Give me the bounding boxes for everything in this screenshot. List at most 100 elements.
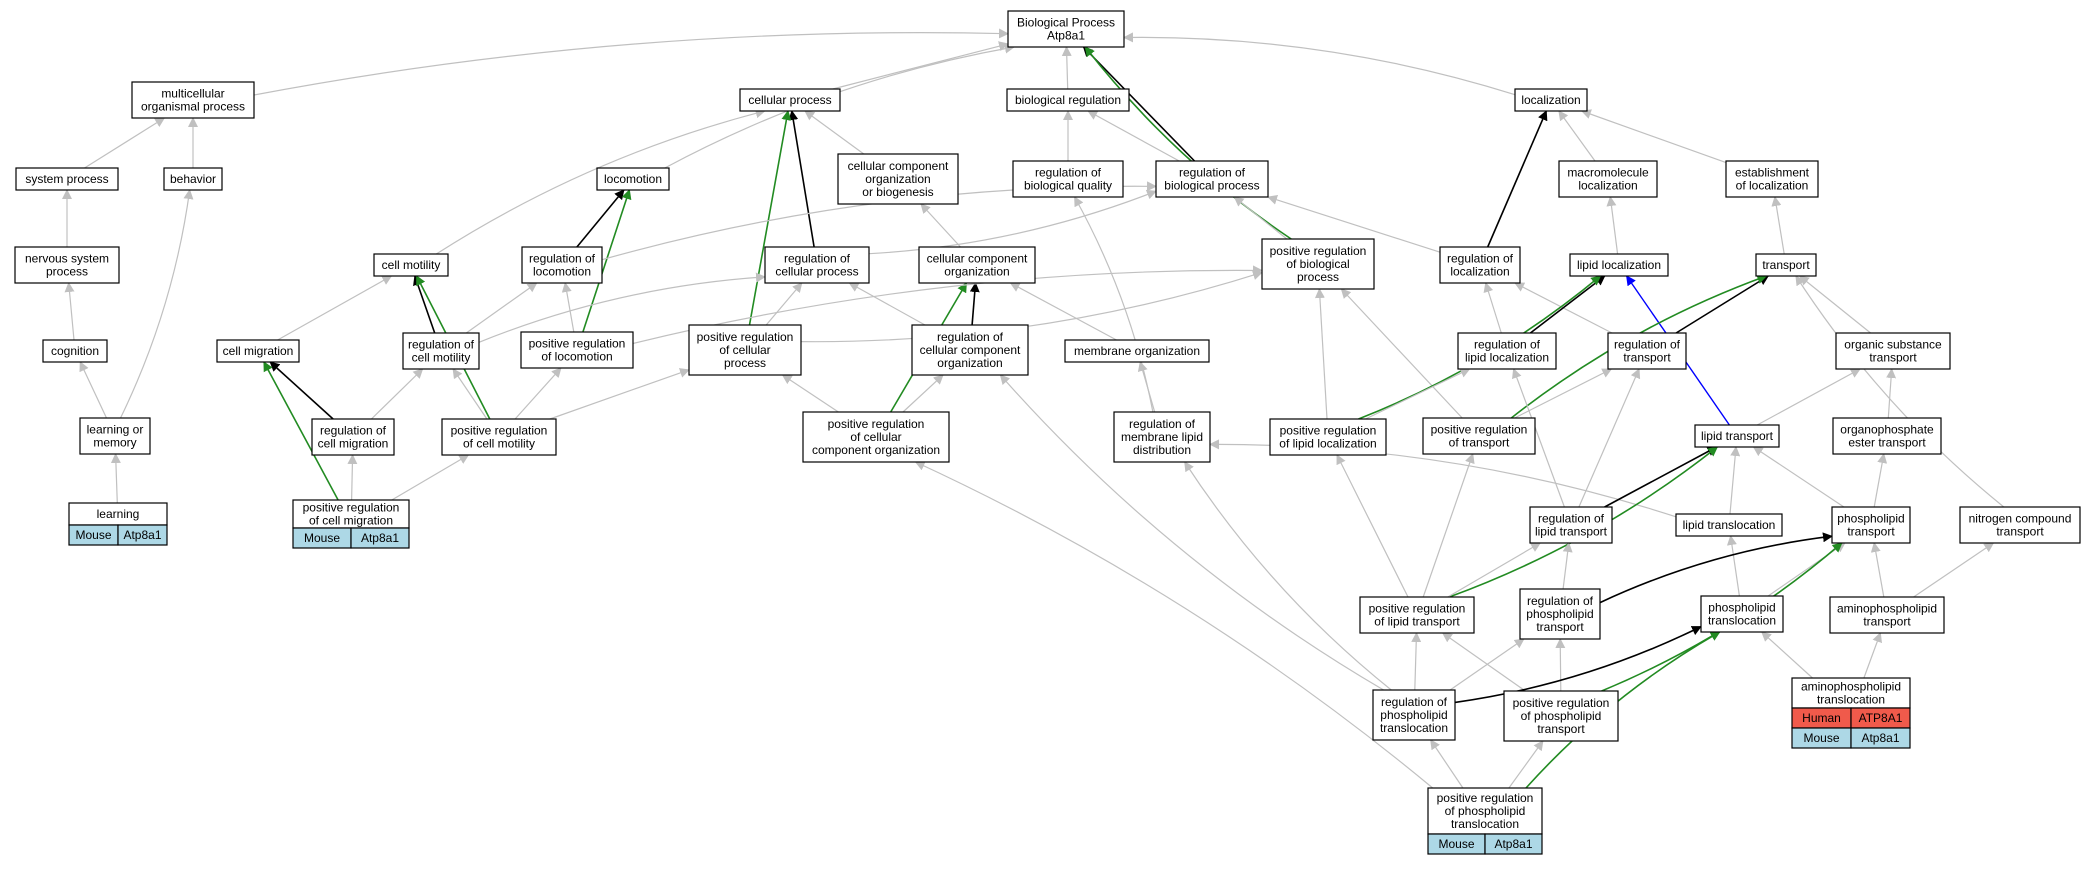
term-box	[1607, 332, 1687, 370]
term-box	[521, 246, 603, 284]
term-box	[1725, 160, 1819, 198]
term-label-line: learning	[97, 507, 140, 521]
go-term-membrane-organization[interactable]: membrane organization	[1064, 339, 1210, 363]
term-box	[1422, 417, 1536, 455]
go-term-system-process[interactable]: system process	[15, 167, 119, 191]
go-term-behavior[interactable]: behavior	[163, 167, 223, 191]
term-label-line: biological process	[1164, 179, 1259, 193]
go-term-localization[interactable]: localization	[1514, 88, 1588, 112]
term-label-line: cellular process	[748, 93, 831, 107]
go-term-transport[interactable]: transport	[1755, 253, 1817, 277]
edge-is-a	[1726, 535, 1740, 597]
edge-is-a	[914, 461, 1434, 789]
go-term-lipid-transport[interactable]: lipid transport	[1694, 424, 1780, 448]
go-term-lipid-localization[interactable]: lipid localization	[1569, 253, 1669, 277]
term-label-line: cellular process	[775, 265, 858, 279]
species-name: Human	[1802, 711, 1841, 725]
edge-is-a	[1555, 638, 1566, 692]
term-label-line: locomotion	[604, 172, 662, 186]
go-term-biological-regulation[interactable]: biological regulation	[1006, 88, 1130, 112]
species-name: Mouse	[75, 528, 111, 542]
edge-is-a	[1798, 275, 1871, 334]
go-term-cognition[interactable]: cognition	[42, 339, 108, 363]
term-label-line: regulation of	[1447, 252, 1514, 266]
term-label-line: aminophospholipid	[1837, 602, 1937, 616]
go-term-cellular-process[interactable]: cellular process	[739, 88, 841, 112]
edge-is-a	[1449, 638, 1525, 691]
edge-regulates	[1599, 532, 1833, 604]
term-box	[131, 81, 255, 119]
term-label-line: positive regulation	[1513, 696, 1610, 710]
term-label-line: of biological	[1286, 257, 1349, 271]
term-label-line: organophosphate	[1840, 423, 1934, 437]
term-label-line: nervous system	[25, 252, 109, 266]
term-label-line: regulation of	[937, 330, 1004, 344]
edge-is-a	[1606, 196, 1619, 255]
edge-is-a	[1267, 194, 1441, 253]
go-term-cell-motility[interactable]: cell motility	[373, 253, 449, 277]
species-name: Mouse	[1803, 731, 1839, 745]
edge-is-a	[435, 108, 766, 255]
term-label-line: transport	[1537, 722, 1585, 736]
term-label-line: translocation	[1817, 693, 1885, 707]
go-term-locomotion[interactable]: locomotion	[596, 167, 670, 191]
edge-positively-regulates	[748, 110, 792, 326]
term-label-line: lipid transport	[1701, 429, 1774, 443]
term-label-line: regulation of	[1538, 512, 1605, 526]
term-label-line: component organization	[812, 443, 940, 457]
term-label-line: organization	[944, 265, 1009, 279]
edge-is-a	[1123, 32, 1516, 96]
term-label-line: positive regulation	[1431, 423, 1528, 437]
edge-is-a	[1365, 368, 1471, 420]
edge-is-a	[848, 282, 926, 326]
term-box	[1832, 417, 1942, 455]
term-label-line: positive regulation	[1280, 424, 1377, 438]
go-term-lipid-translocation[interactable]: lipid translocation	[1675, 513, 1783, 537]
edge-is-a	[1336, 454, 1409, 598]
go-term-cell-migration[interactable]: cell migration	[216, 339, 300, 363]
term-box	[1007, 10, 1125, 48]
term-label-line: of lipid transport	[1374, 615, 1460, 629]
